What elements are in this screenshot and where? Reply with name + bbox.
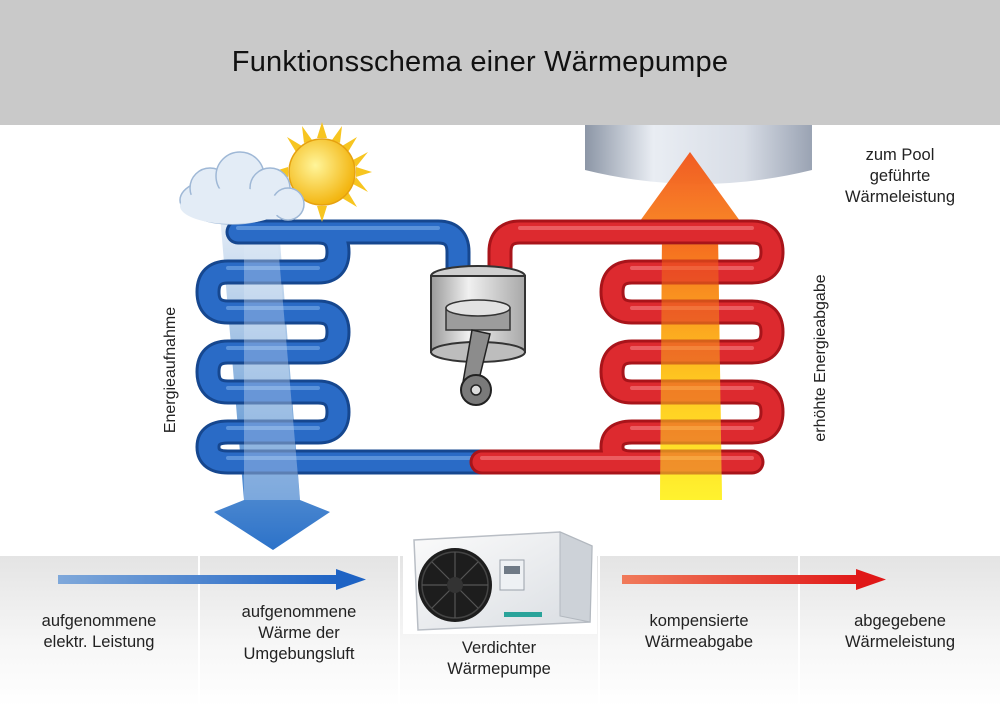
pool-label-line-1: zum Pool [865,146,935,164]
panel-2-line-3: Umgebungsluft [243,645,355,663]
pool-heat-label: zum Pool geführte Wärmeleistung [836,145,964,208]
panel-5-line-2: Wärmeleistung [844,633,956,651]
panel-compressor: Verdichter Wärmepumpe [400,556,598,707]
pool-label-line-2: geführte [869,167,931,185]
cold-pipe [195,219,495,475]
pool-label-line-3: Wärmeleistung [844,188,956,206]
pool-icon [585,125,812,184]
panel-4-line-1: kompensierte [649,612,749,630]
compressor-icon [430,265,526,406]
hot-air-overlay [660,245,722,500]
cold-air-overlay [244,245,300,500]
header-bar: Funktionsschema einer Wärmepumpe [0,0,1000,125]
page-title: Funktionsschema einer Wärmepumpe [231,46,729,78]
panel-1-line-2: elektr. Leistung [43,633,155,651]
energy-intake-label: Energieaufnahme [162,306,179,434]
panel-4-line-2: Wärmeabgabe [644,633,754,651]
panel-output-heat: abgegebene Wärmeleistung [800,556,1000,707]
panel-electric-power: aufgenommene elektr. Leistung [0,556,198,707]
panel-3-line-1: Verdichter [461,639,537,657]
energy-output-label: erhöhte Energieabgabe [812,274,829,442]
panel-ambient-heat: aufgenommene Wärme der Umgebungsluft [200,556,398,707]
panel-2-line-1: aufgenommene [241,603,357,621]
panel-2-line-2: Wärme der [258,624,340,642]
panel-3-line-2: Wärmepumpe [447,660,551,678]
panel-1-line-1: aufgenommene [41,612,157,630]
panel-5-line-1: abgegebene [854,612,946,630]
panel-compensated-heat: kompensierte Wärmeabgabe [600,556,798,707]
cloud-icon [179,151,305,225]
bottom-legend-bar: aufgenommene elektr. Leistung aufgenomme… [0,556,1000,707]
